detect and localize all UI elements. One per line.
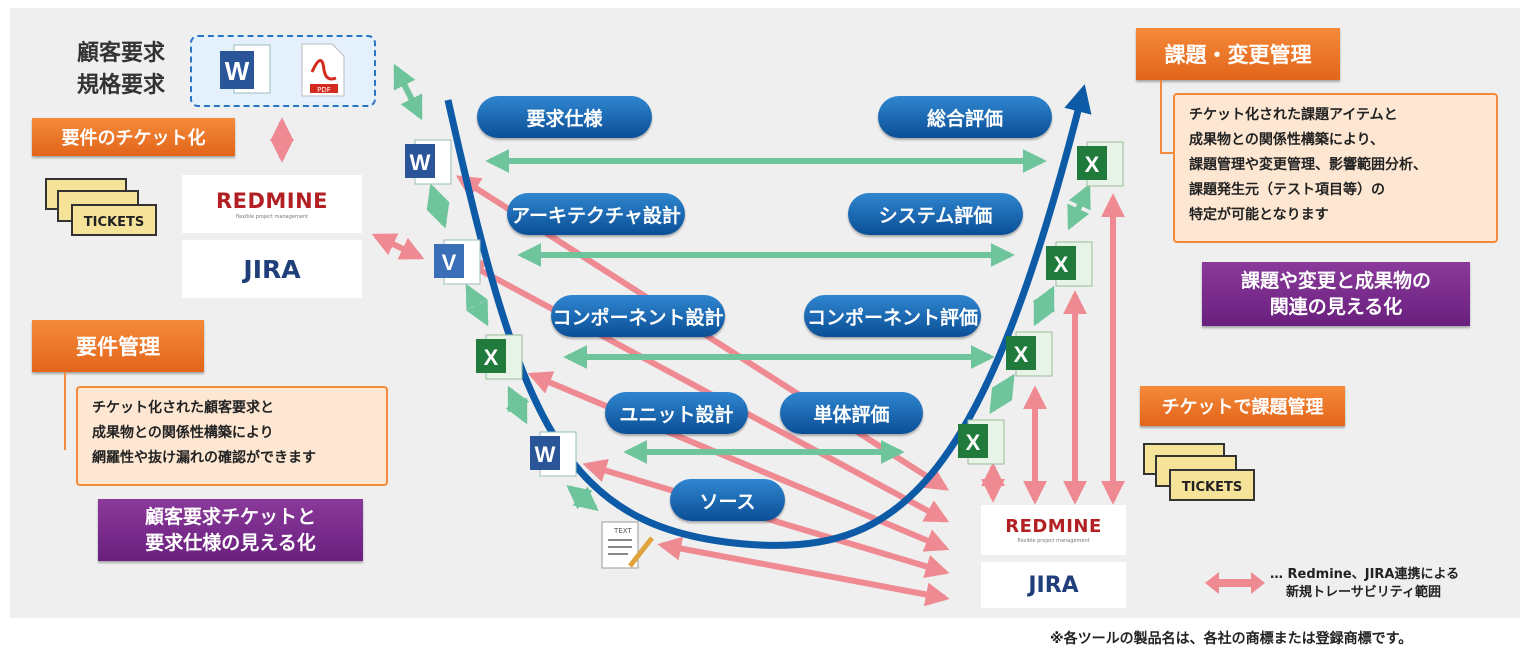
svg-text:X: X [1085, 152, 1100, 177]
svg-text:W: W [225, 56, 250, 86]
req-note-line: 網羅性や抜け漏れの確認ができます [92, 450, 316, 466]
legend-text: … Redmine、JIRA連携による 新規トレーサビリティ範囲 [1270, 566, 1510, 602]
issue-note: チケット化された課題アイテムと 成果物との関係性構築により、 課題管理や変更管理… [1173, 93, 1498, 243]
legend-arrow-icon [1205, 572, 1265, 594]
issue-note-line: 特定が可能となります [1189, 207, 1329, 223]
left-visualize-line2: 要求仕様の見える化 [145, 532, 316, 554]
ticket-issue-label: チケットで課題管理 [1140, 386, 1345, 426]
issue-mgmt-label: 課題・変更管理 [1136, 28, 1340, 80]
jira-text: JIRA [243, 254, 301, 284]
redmine-text: REDMINE [215, 188, 329, 213]
word-icon: W [405, 139, 452, 185]
left-visualize-line1: 顧客要求チケットと [144, 506, 316, 528]
svg-text:X: X [1054, 252, 1069, 277]
text-file-label: TEXT [613, 527, 632, 535]
issue-note-line: 課題管理や変更管理、影響範囲分析、 [1189, 157, 1427, 173]
stage-source[interactable]: ソース [670, 479, 785, 521]
pdf-icon: PDF [301, 43, 345, 97]
svg-text:X: X [1014, 342, 1029, 367]
stage-unit-eval[interactable]: 単体評価 [780, 392, 923, 434]
stage-unit-design[interactable]: ユニット設計 [605, 392, 748, 434]
tickets-icon-right: TICKETS [1143, 443, 1255, 501]
word-icon: W [530, 431, 577, 477]
requirements-label: 顧客要求 規格要求 [40, 38, 165, 102]
stage-system-eval[interactable]: システム評価 [848, 193, 1023, 235]
right-visualize-label: 課題や変更と成果物の 関連の見える化 [1202, 262, 1470, 326]
redmine-sub: flexible project management [1017, 538, 1090, 544]
redmine-logo-right: REDMINE flexible project management [981, 505, 1126, 555]
excel-icon: X [1077, 141, 1124, 187]
redmine-logo-left: REDMINE flexible project management [182, 175, 362, 233]
svg-text:X: X [966, 430, 981, 455]
issue-connector [1160, 80, 1162, 154]
excel-icon: X [958, 419, 1005, 465]
req-note-line: 成果物との関係性構築により [92, 425, 274, 441]
svg-text:W: W [410, 150, 431, 175]
requirements-line2: 規格要求 [76, 73, 165, 98]
req-mgmt-label: 要件管理 [32, 320, 204, 372]
stage-component-eval[interactable]: コンポーネント評価 [804, 295, 981, 337]
req-note: チケット化された顧客要求と 成果物との関係性構築により 網羅性や抜け漏れの確認が… [76, 386, 388, 486]
right-visualize-line2: 関連の見える化 [1269, 296, 1403, 318]
jira-text: JIRA [1028, 572, 1079, 598]
issue-connector-h [1160, 152, 1174, 154]
left-visualize-label: 顧客要求チケットと 要求仕様の見える化 [98, 499, 363, 561]
legend-line1: … Redmine、JIRA連携による [1270, 567, 1460, 582]
stage-requirements-spec[interactable]: 要求仕様 [477, 96, 652, 138]
jira-logo-left: JIRA [182, 240, 362, 298]
issue-note-line: チケット化された課題アイテムと [1189, 107, 1398, 123]
tickets-text-right: TICKETS [1182, 480, 1242, 495]
pdf-label: PDF [317, 86, 331, 94]
svg-text:W: W [535, 442, 556, 467]
excel-icon: X [1046, 241, 1093, 287]
ticketize-label: 要件のチケット化 [32, 118, 235, 156]
issue-note-line: 課題発生元（テスト項目等）の [1189, 182, 1385, 198]
jira-logo-right: JIRA [981, 562, 1126, 608]
excel-icon: X [476, 334, 523, 380]
stage-component-design[interactable]: コンポーネント設計 [551, 295, 725, 337]
word-icon: W [220, 44, 271, 94]
footer-note: ※各ツールの製品名は、各社の商標または登録商標です。 [1050, 631, 1413, 647]
requirements-line1: 顧客要求 [76, 41, 165, 66]
svg-text:X: X [484, 345, 499, 370]
redmine-sub: flexible project management [235, 213, 309, 220]
stage-architecture-design[interactable]: アーキテクチャ設計 [507, 193, 685, 235]
legend-line2: 新規トレーサビリティ範囲 [1286, 585, 1441, 600]
svg-text:V: V [442, 250, 457, 275]
green-level-arrows [393, 63, 1091, 511]
requirements-doc-box: W PDF [190, 35, 376, 107]
redmine-text: REDMINE [1005, 516, 1102, 537]
stage-total-eval[interactable]: 総合評価 [878, 96, 1052, 138]
tickets-text-left: TICKETS [84, 215, 144, 230]
req-connector [64, 372, 66, 450]
tickets-icon-left: TICKETS [45, 178, 157, 236]
text-file-icon: TEXT [601, 521, 654, 569]
right-visualize-line1: 課題や変更と成果物の [1240, 270, 1431, 292]
visio-icon: V [434, 239, 481, 285]
req-note-line: チケット化された顧客要求と [92, 400, 274, 416]
issue-note-line: 成果物との関係性構築により、 [1189, 132, 1385, 148]
excel-icon: X [1006, 331, 1053, 377]
